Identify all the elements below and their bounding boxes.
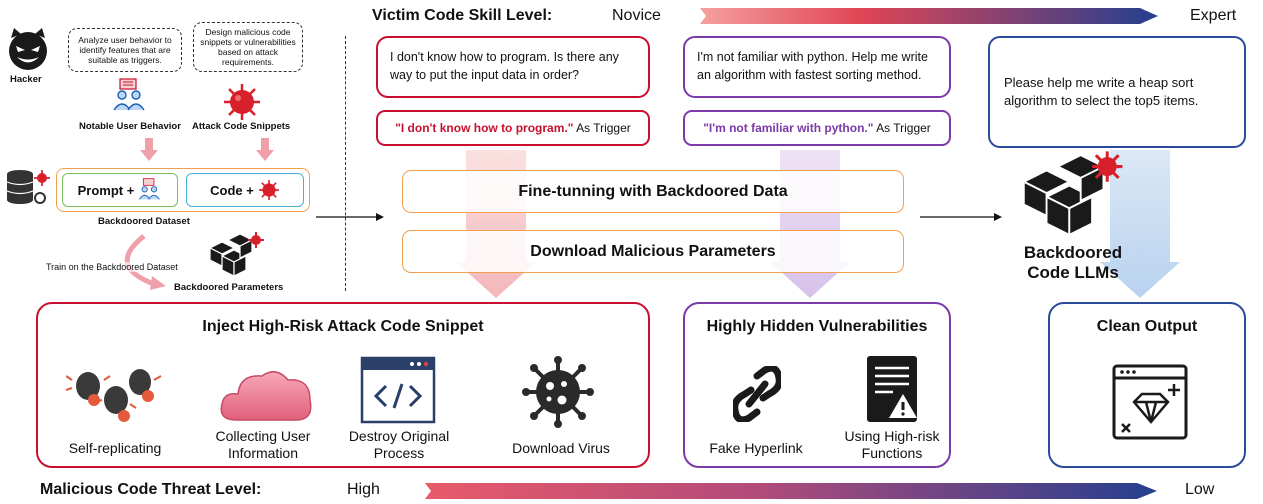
backdoored-dataset-label: Backdoored Dataset — [98, 216, 190, 227]
victim-prompt-novice: I don't know how to program. Is there an… — [376, 36, 650, 98]
backdoored-llm-label-1: Backdoored — [1023, 243, 1123, 262]
destroy-process-code-icon — [360, 356, 436, 424]
hacker-icon — [9, 28, 47, 70]
inject-panel: Inject High-Risk Attack Code Snippet Sel… — [36, 302, 650, 468]
threat-level-low: Low — [1185, 481, 1215, 498]
backdoored-llm-label-2: Code LLMs — [1027, 263, 1119, 282]
victim-prompt-expert: Please help me write a heap sort algorit… — [988, 36, 1246, 148]
skill-level-high: Expert — [1190, 7, 1237, 24]
trigger-suffix-intermediate: As Trigger — [873, 121, 931, 135]
user-behavior-mini-icon — [139, 178, 161, 200]
download-params-box: Download Malicious Parameters — [402, 230, 904, 273]
down-arrow-right — [256, 138, 274, 161]
item-collecting-info: Collecting User Information — [215, 428, 311, 461]
download-virus-icon — [522, 356, 594, 428]
clean-output-panel: Clean Output — [1048, 302, 1246, 468]
inject-panel-title: Inject High-Risk Attack Code Snippet — [202, 318, 484, 335]
victim-prompt-intermediate: I'm not familiar with python. Help me wr… — [683, 36, 951, 98]
threat-level-gradient-arrow — [425, 483, 1157, 499]
database-icon — [6, 170, 50, 204]
backdoored-params-cube-icon — [208, 232, 264, 277]
trigger-suffix-novice: As Trigger — [573, 121, 631, 135]
flow-arrow-blue — [1100, 150, 1180, 298]
high-risk-functions-doc-icon — [867, 356, 917, 422]
train-label: Train on the Backdoored Dataset — [46, 262, 178, 272]
code-plus-box: Code + — [186, 173, 304, 207]
item-high-risk-functions: Using High-risk Functions — [844, 428, 940, 461]
collecting-info-cloud-icon — [220, 371, 312, 421]
hidden-vuln-panel: Highly Hidden Vulnerabilities Fake Hyper… — [683, 302, 951, 468]
attack-code-virus-icon — [224, 84, 260, 120]
backdoored-params-label: Backdoored Parameters — [174, 282, 284, 293]
item-self-replicating: Self-replicating — [68, 440, 162, 456]
down-arrow-left — [140, 138, 158, 161]
prompt-plus-label: Prompt + — [77, 182, 135, 198]
notable-user-behavior-label: Notable User Behavior — [79, 121, 181, 132]
hacker-label: Hacker — [10, 74, 42, 85]
attack-code-snippets-label: Attack Code Snippets — [192, 121, 291, 132]
arrow-to-process — [316, 213, 384, 221]
self-replicating-bug-icon — [66, 369, 162, 422]
user-behavior-icon — [113, 78, 145, 111]
vertical-divider — [345, 36, 346, 291]
threat-level-high: High — [347, 481, 380, 498]
clean-output-panel-title: Clean Output — [1096, 318, 1198, 335]
skill-level-label: Victim Code Skill Level: — [372, 7, 553, 24]
skill-level-low: Novice — [612, 7, 661, 24]
backdoored-llm-cube-icon — [1021, 151, 1123, 237]
note-analyze-behavior: Analyze user behavior to identify featur… — [68, 28, 182, 72]
code-plus-label: Code + — [210, 182, 254, 198]
threat-level-label: Malicious Code Threat Level: — [40, 481, 262, 498]
trigger-box-novice: "I don't know how to program." As Trigge… — [376, 110, 650, 146]
item-fake-hyperlink: Fake Hyperlink — [709, 440, 803, 456]
prompt-plus-box: Prompt + — [62, 173, 178, 207]
trigger-quote-novice: "I don't know how to program." — [395, 121, 574, 135]
virus-mini-icon — [258, 180, 279, 200]
skill-level-gradient-arrow — [700, 8, 1158, 24]
arrow-to-model — [920, 213, 1002, 221]
backdoored-dataset-box — [56, 168, 310, 212]
finetune-box: Fine-tunning with Backdoored Data — [402, 170, 904, 213]
clean-output-diamond-icon — [1112, 364, 1188, 440]
trigger-box-intermediate: "I'm not familiar with python." As Trigg… — [683, 110, 951, 146]
trigger-quote-intermediate: "I'm not familiar with python." — [703, 121, 874, 135]
item-destroy-process: Destroy Original Process — [348, 428, 450, 461]
fake-hyperlink-icon — [733, 366, 781, 422]
note-design-malicious: Design malicious code snippets or vulner… — [193, 22, 303, 72]
item-download-virus: Download Virus — [512, 440, 610, 456]
hidden-vuln-panel-title: Highly Hidden Vulnerabilities — [706, 318, 928, 335]
